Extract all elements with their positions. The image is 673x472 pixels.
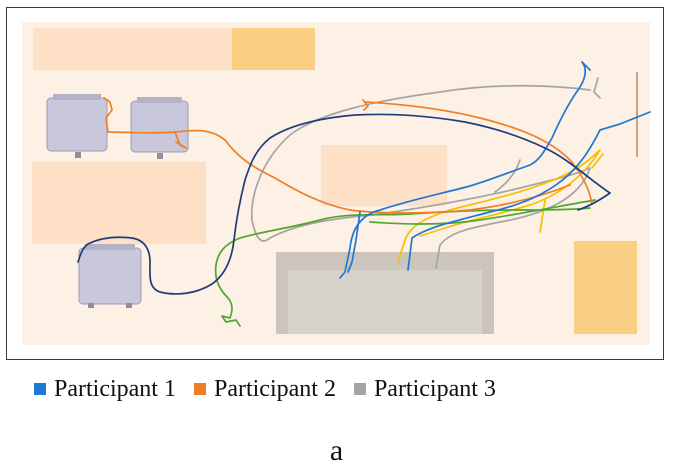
left-table-zone xyxy=(32,162,206,244)
trajectory-participant-4 xyxy=(397,149,604,263)
top-counter-accent xyxy=(232,28,315,70)
legend-swatch-participant-3 xyxy=(353,383,366,395)
legend-item-participant-1: Participant 1 xyxy=(34,376,176,403)
legend-label-participant-2: Participant 2 xyxy=(213,375,336,402)
top-left-counter xyxy=(33,28,233,70)
sofa xyxy=(276,252,494,334)
legend-label-participant-3: Participant 3 xyxy=(373,375,496,402)
trajectory-participant-6 xyxy=(77,113,611,295)
legend-item-participant-3: Participant 3 xyxy=(353,375,496,403)
panel-label: a xyxy=(329,434,344,467)
trajectory-participant-2 xyxy=(103,97,593,214)
chair-top-middle xyxy=(130,97,189,159)
trajectory-participant-3 xyxy=(250,77,601,269)
chair-top-left xyxy=(46,94,108,158)
legend-swatch-participant-2 xyxy=(193,383,206,395)
trajectory-participant-1 xyxy=(339,61,651,279)
center-table xyxy=(321,145,447,206)
legend-label-participant-1: Participant 1 xyxy=(54,375,176,402)
legend: Participant 1 Participant 2 Participant … xyxy=(34,372,673,406)
chair-bottom-left xyxy=(78,244,142,308)
legend-swatch-participant-1 xyxy=(34,383,46,395)
right-side-table xyxy=(574,241,637,334)
trajectory-participant-5 xyxy=(214,199,596,327)
legend-item-participant-2: Participant 2 xyxy=(193,375,336,403)
